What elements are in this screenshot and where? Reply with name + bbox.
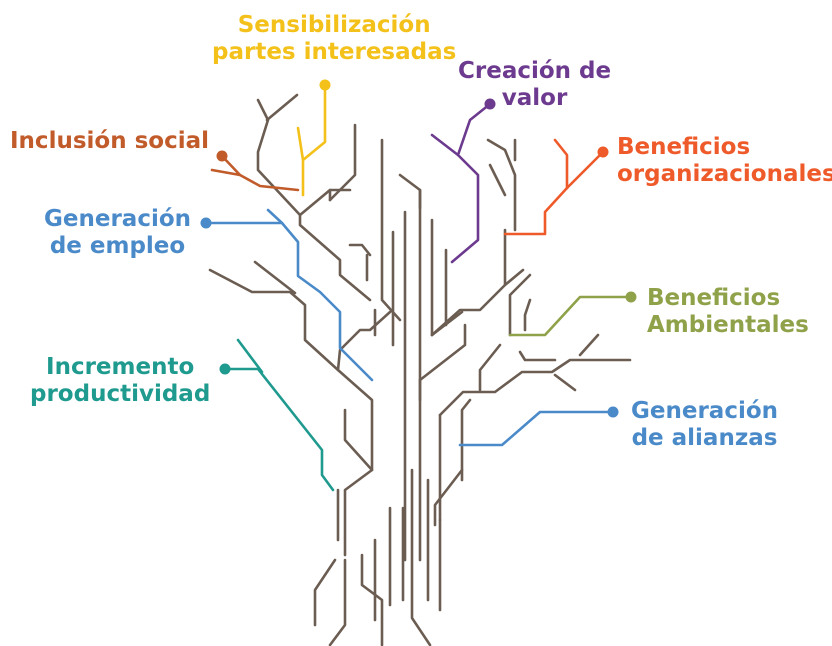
label-beneficios-org-line1: Beneficios (617, 134, 751, 160)
leader-beneficios-amb (508, 295, 633, 337)
label-beneficios-amb-line1: Beneficios (647, 285, 781, 311)
label-sensibilizacion-line1: Sensibilización (237, 12, 431, 38)
label-incremento-prod: Incremento productividad (30, 354, 210, 408)
dot-beneficios-amb (625, 291, 637, 303)
label-generacion-empleo: Generación de empleo (44, 206, 191, 260)
label-beneficios-amb: Beneficios Ambientales (647, 285, 809, 339)
dot-generacion-empleo (200, 217, 212, 229)
leader-inclusion-social (220, 154, 300, 192)
label-generacion-empleo-line1: Generación (44, 206, 192, 232)
label-sensibilizacion-line2: partes interesadas (212, 39, 457, 65)
label-incremento-prod-line2: productividad (30, 381, 211, 407)
dot-beneficios-org (597, 146, 609, 158)
label-creacion-valor: Creación de valor (458, 58, 611, 112)
label-generacion-empleo-line2: de empleo (49, 233, 186, 259)
label-beneficios-amb-line2: Ambientales (647, 312, 809, 338)
leader-beneficios-org (503, 150, 605, 236)
label-beneficios-org: Beneficios organizacionales (617, 134, 832, 188)
label-generacion-alianzas-line1: Generación (631, 398, 779, 424)
label-beneficios-org-line2: organizacionales (617, 161, 832, 187)
label-incremento-prod-line1: Incremento (46, 354, 195, 380)
leader-creacion-valor (450, 102, 492, 264)
dot-generacion-alianzas (607, 406, 619, 418)
label-inclusion-social: Inclusión social (10, 128, 209, 155)
leader-incremento-prod (223, 367, 335, 492)
dot-creacion-valor (484, 98, 496, 110)
label-generacion-alianzas-line2: de alianzas (631, 425, 778, 451)
tree-trunk-branches (208, 93, 632, 646)
label-creacion-valor-line2: valor (501, 85, 568, 111)
leader-generacion-alianzas (458, 410, 615, 447)
label-inclusion-social-line1: Inclusión social (10, 128, 209, 154)
dot-inclusion-social (216, 150, 228, 162)
leader-generacion-empleo (204, 221, 374, 382)
dot-incremento-prod (219, 363, 231, 375)
dot-sensibilizacion (319, 79, 331, 91)
label-generacion-alianzas: Generación de alianzas (631, 398, 778, 452)
leader-sensibilizacion (301, 83, 327, 197)
label-sensibilizacion: Sensibilización partes interesadas (212, 12, 456, 66)
label-creacion-valor-line1: Creación de (458, 58, 612, 84)
